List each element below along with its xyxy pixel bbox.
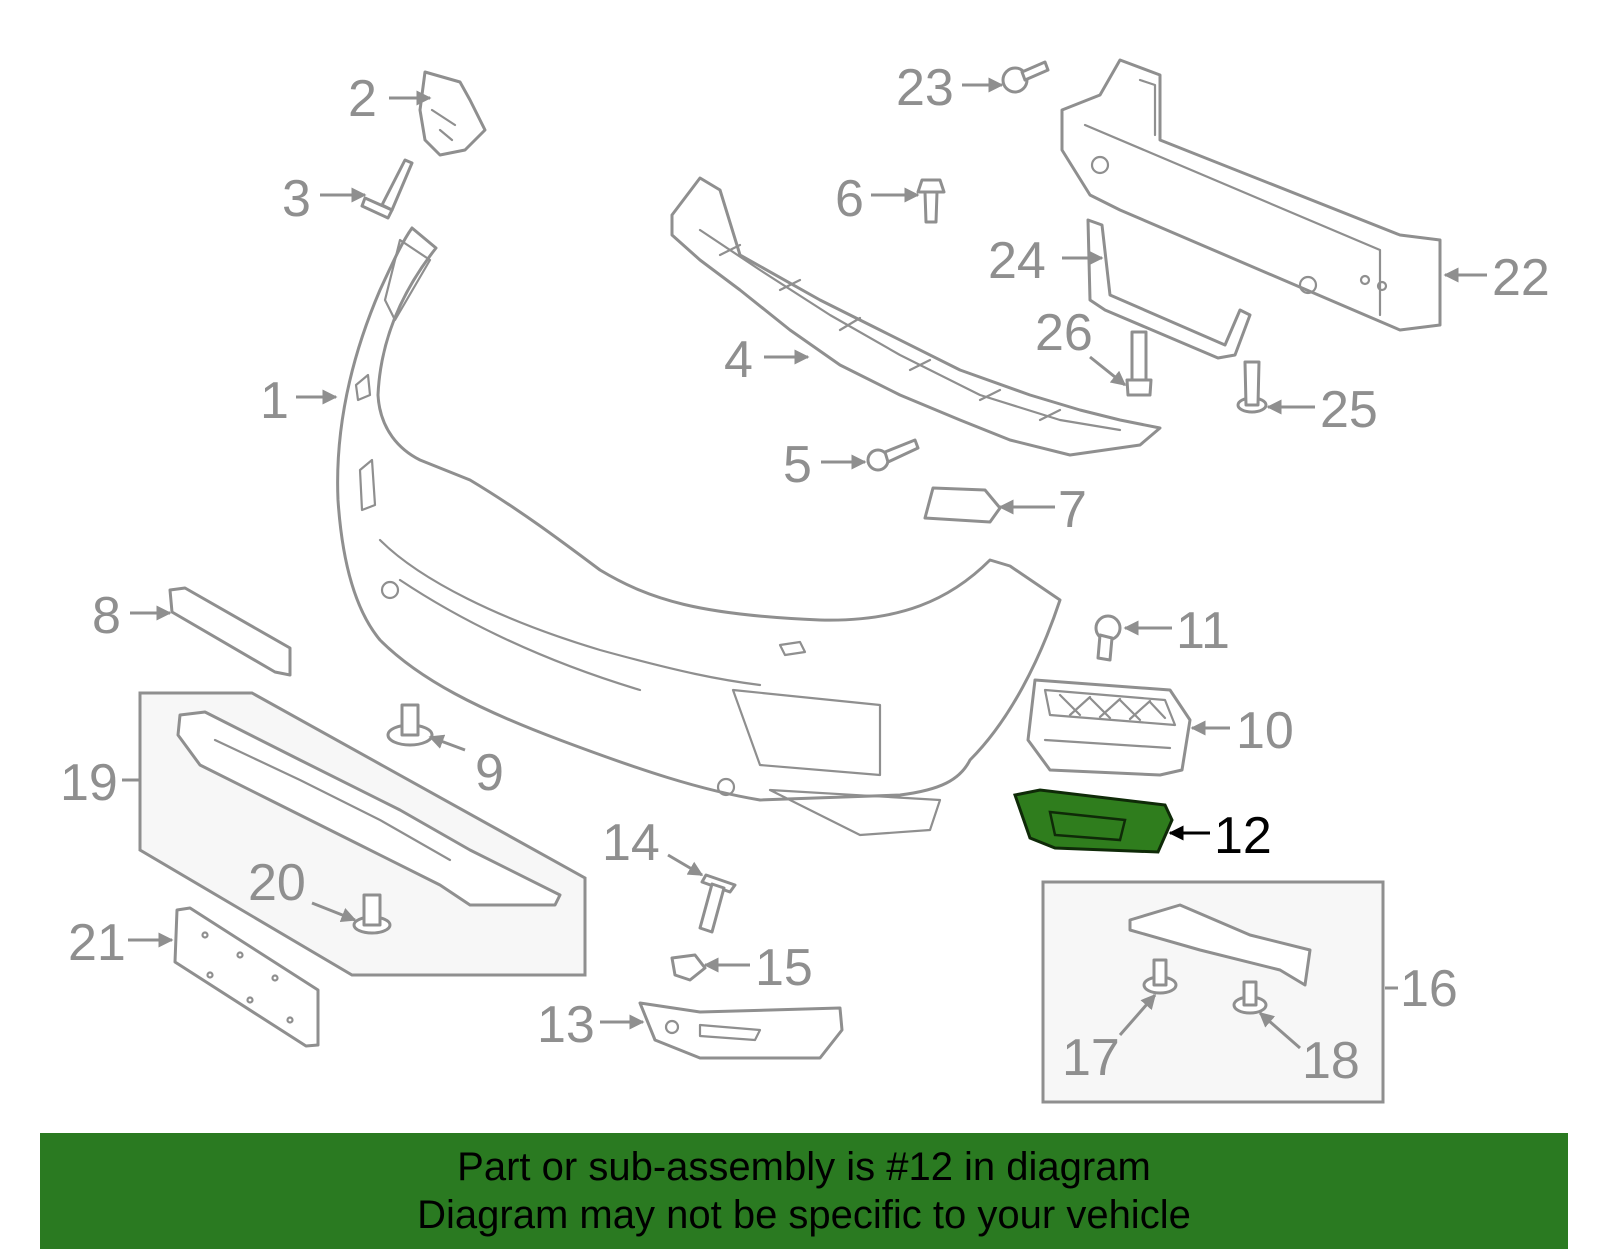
bracket-part-16 (1128, 903, 1312, 987)
callout-label-19: 19 (60, 754, 118, 812)
caption-banner: Part or sub-assembly is #12 in diagram D… (40, 1133, 1568, 1249)
absorber-part-4 (670, 176, 1162, 457)
callout-label-22: 22 (1492, 249, 1550, 307)
callout-label-11: 11 (1176, 602, 1230, 660)
callout-label-4: 4 (724, 331, 753, 389)
caption-line-2: Diagram may not be specific to your vehi… (417, 1193, 1191, 1237)
push-pin-part-25 (1236, 360, 1268, 414)
tow-cap-part-7 (923, 486, 1002, 524)
callout-label-13: 13 (537, 996, 595, 1054)
lower-trim-part-13 (638, 1001, 844, 1060)
callout-label-14: 14 (602, 814, 660, 872)
callout-label-20: 20 (248, 854, 306, 912)
callout-label-8: 8 (92, 587, 121, 645)
bolt-part-14 (698, 873, 737, 934)
reinforcement-part-22 (1060, 58, 1442, 332)
plate-bracket-part-21 (173, 906, 320, 1048)
lower-bracket-part-19 (176, 710, 562, 907)
fastener-part-3 (360, 158, 414, 220)
callout-label-23: 23 (896, 59, 954, 117)
callout-label-24: 24 (988, 232, 1046, 290)
callout-label-18: 18 (1302, 1032, 1360, 1090)
callout-label-17: 17 (1062, 1029, 1120, 1087)
clip-part-20 (352, 893, 392, 935)
callout-label-1: 1 (260, 372, 289, 430)
clip-part-9 (386, 703, 434, 747)
callout-label-25: 25 (1320, 381, 1378, 439)
bolt-part-23 (1001, 60, 1050, 94)
caption-line-1: Part or sub-assembly is #12 in diagram (457, 1145, 1151, 1189)
highlighted-part-12 (1013, 788, 1174, 854)
bolt-part-6 (916, 178, 946, 224)
callout-label-5: 5 (783, 436, 812, 494)
bracket-part-24 (1086, 218, 1252, 360)
callout-label-12: 12 (1214, 807, 1272, 865)
callout-label-10: 10 (1236, 702, 1294, 760)
clip-part-15 (670, 953, 707, 982)
clip-part-17 (1142, 958, 1178, 995)
grille-part-10 (1026, 678, 1192, 777)
callout-label-15: 15 (755, 939, 813, 997)
callout-label-2: 2 (348, 70, 377, 128)
bolt-part-11 (1094, 614, 1122, 662)
clip-part-18 (1232, 980, 1268, 1015)
strip-part-8 (168, 586, 292, 677)
bumper-cover-part-1 (336, 226, 1062, 837)
callout-arrows (122, 77, 1487, 1050)
callout-label-7: 7 (1058, 481, 1087, 539)
callout-label-16: 16 (1400, 960, 1458, 1018)
bracket-part-2 (418, 70, 487, 157)
callout-label-21: 21 (68, 914, 126, 972)
bolt-part-5 (866, 438, 920, 472)
callout-label-6: 6 (835, 170, 864, 228)
callout-label-9: 9 (475, 744, 504, 802)
callout-label-3: 3 (282, 170, 311, 228)
bolt-part-26 (1125, 330, 1153, 397)
callout-label-26: 26 (1035, 304, 1093, 362)
